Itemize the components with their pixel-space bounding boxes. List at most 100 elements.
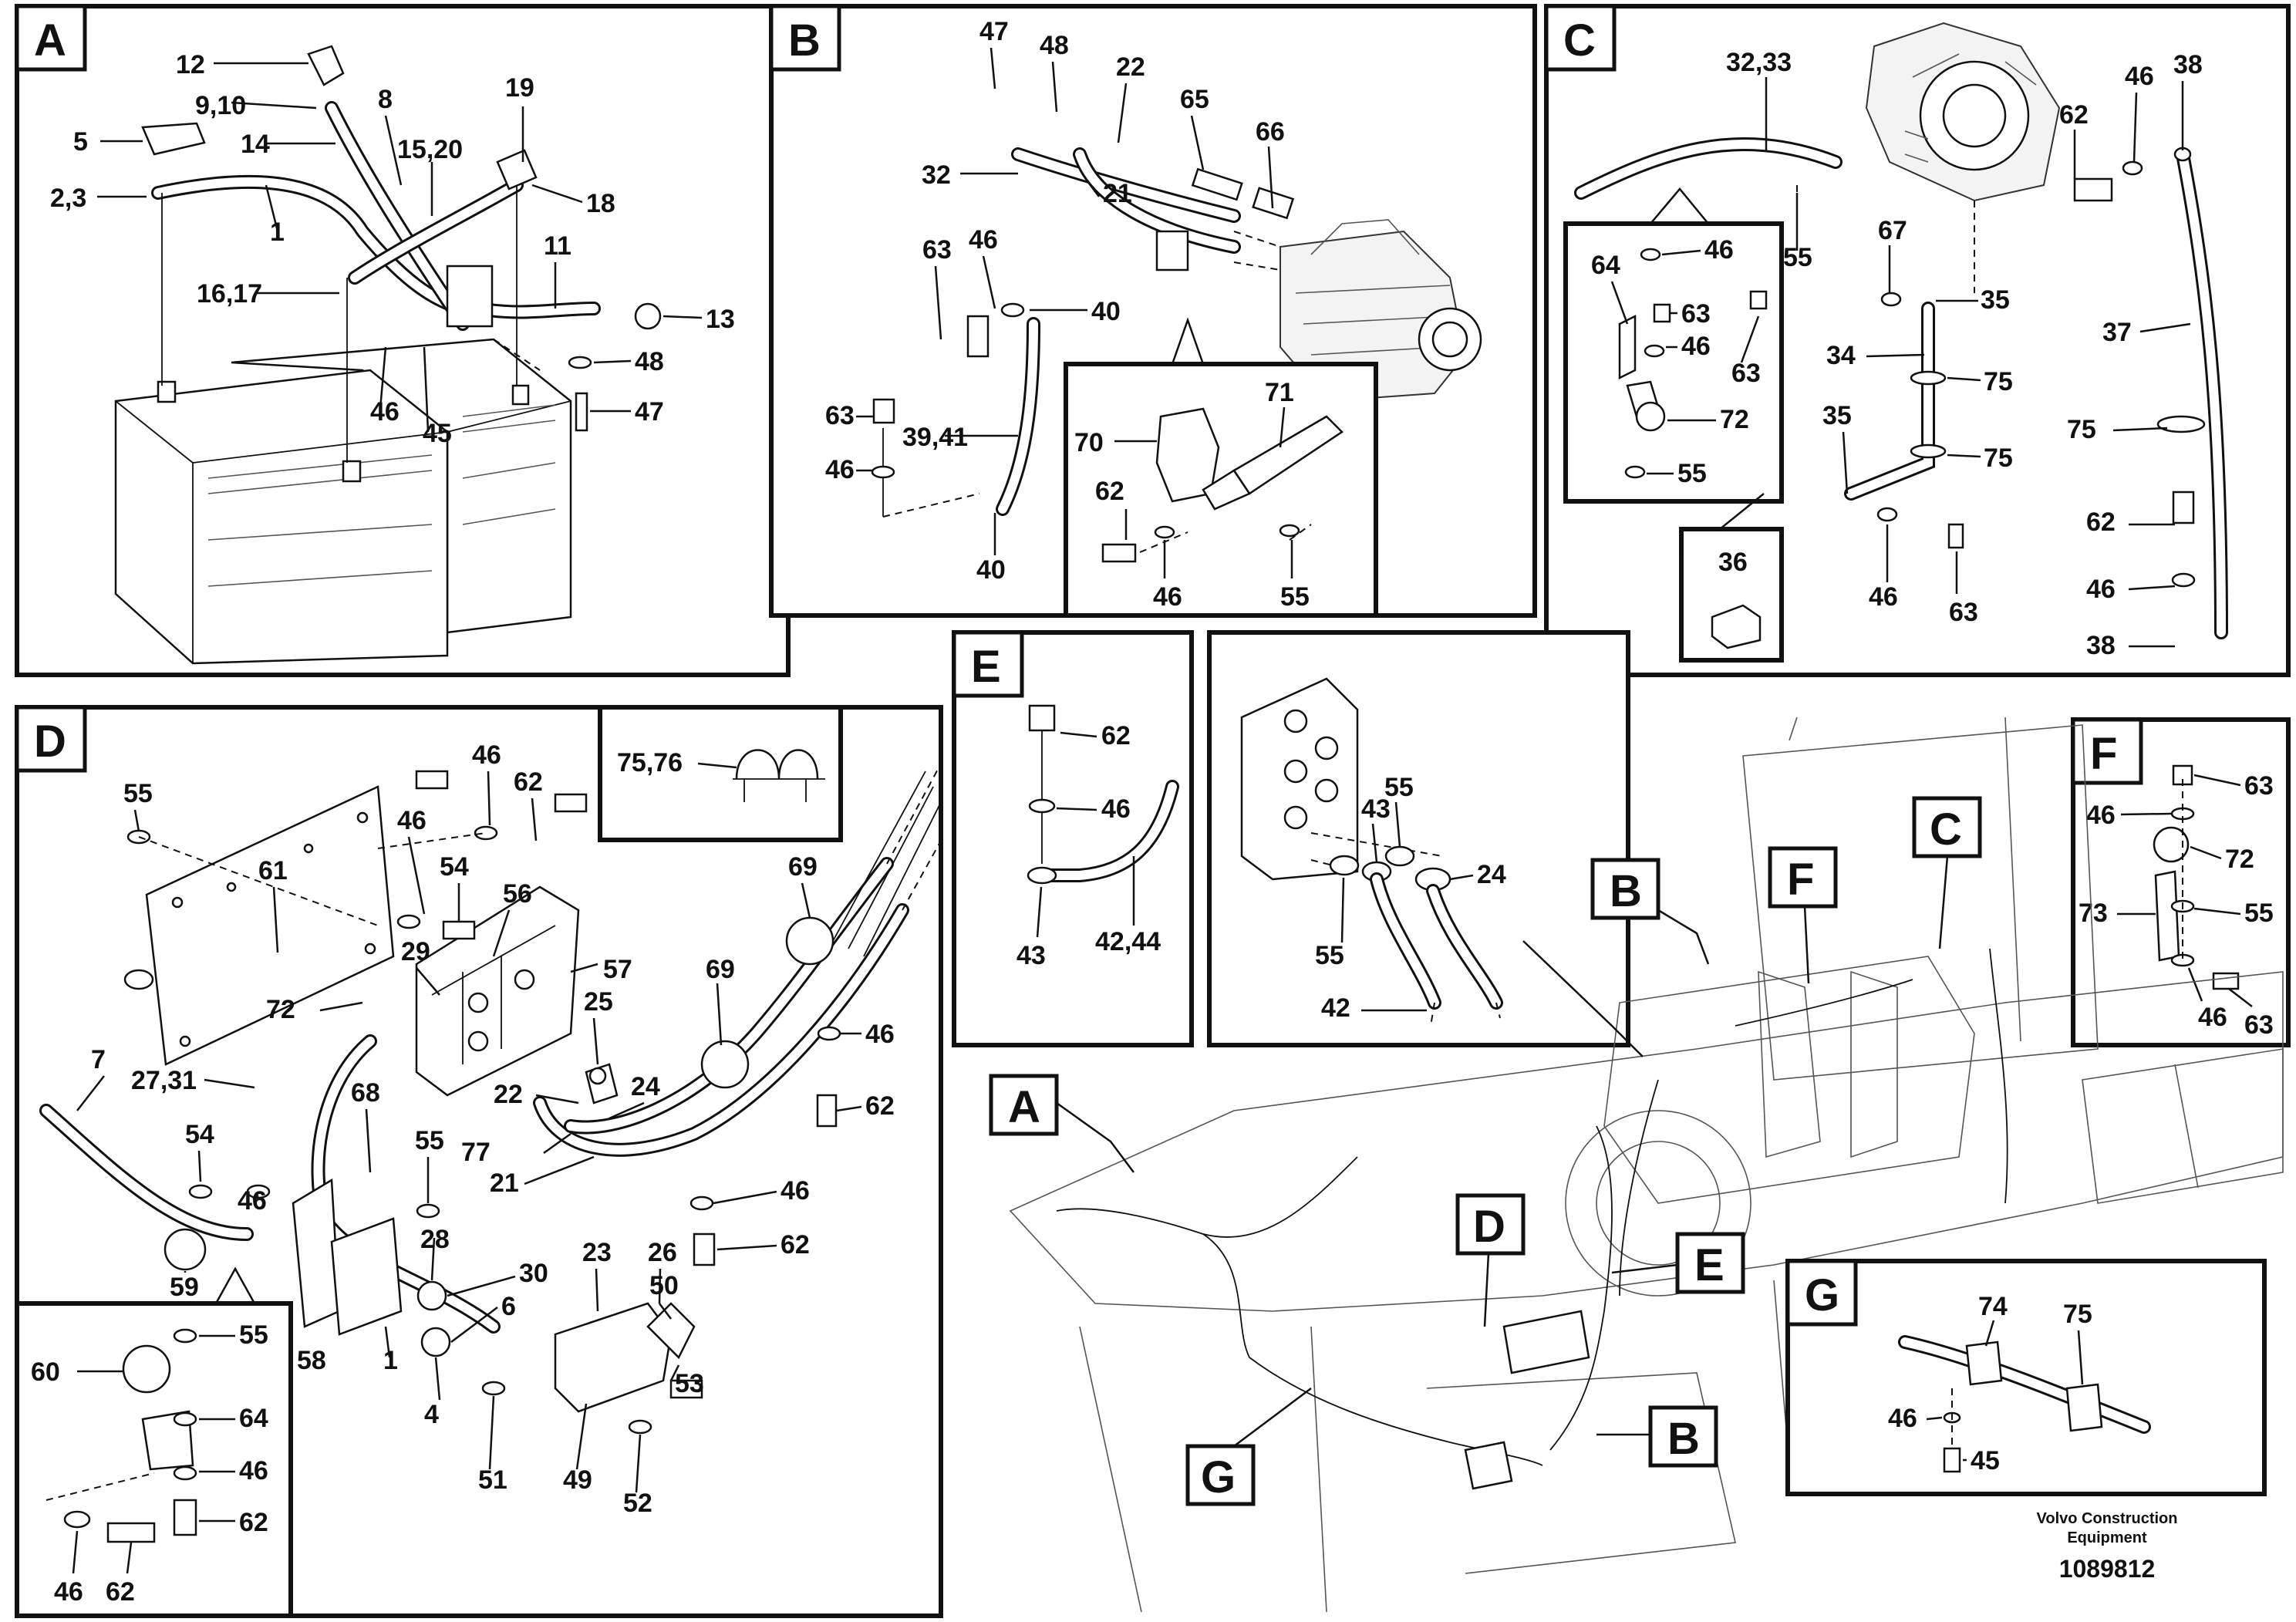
callout-number: 59 <box>170 1273 199 1302</box>
callout-number: 16,17 <box>197 279 262 309</box>
panel-c-detail-64: 64 46 63 46 63 72 55 <box>1563 187 1784 504</box>
callout-number: 14 <box>241 130 270 159</box>
callout-number: 12 <box>176 50 205 79</box>
panel-d-tag: D <box>34 717 66 767</box>
callout-number: 8 <box>378 85 393 114</box>
panel-c-callouts: 32,33 38 46 62 55 67 35 37 34 75 35 75 7… <box>1726 48 2203 660</box>
callout-number: 46 <box>2086 575 2116 604</box>
callout-number: 15,20 <box>397 135 463 164</box>
callout-number: 62 <box>106 1577 135 1607</box>
callout-number: 46 <box>54 1577 83 1607</box>
panel-a: A 12 9,10 <box>15 4 791 677</box>
callout-number: 22 <box>1116 52 1145 82</box>
callout-number: 27,31 <box>131 1066 197 1095</box>
callout-number: 29 <box>401 937 430 966</box>
callout-number: 34 <box>1826 341 1856 370</box>
alternator <box>1865 22 2061 202</box>
panel-a-tag: A <box>34 15 66 66</box>
callout-number: 62 <box>865 1091 895 1121</box>
callout-number: 43 <box>1017 941 1046 970</box>
callout-number: 65 <box>1180 85 1209 114</box>
panel-d-inset-60: 60 55 64 46 62 46 62 <box>15 1266 293 1618</box>
view-tag-label: G <box>1201 1452 1236 1502</box>
callout-number: 60 <box>31 1357 60 1387</box>
callout-number: 51 <box>478 1465 507 1495</box>
callout-number: 55 <box>1315 941 1344 970</box>
callout-number: 53 <box>675 1369 704 1398</box>
callout-number: 63 <box>922 235 952 265</box>
callout-number: 66 <box>1256 117 1285 147</box>
callout-number: 64 <box>239 1404 268 1433</box>
panel-c-tag: C <box>1563 15 1596 66</box>
callout-number: 63 <box>1681 299 1711 329</box>
callout-number: 47 <box>979 17 1009 46</box>
callout-number: 49 <box>563 1465 592 1495</box>
callout-number: 62 <box>2059 100 2089 130</box>
panel-b: B 71 <box>769 4 1537 618</box>
callout-number: 46 <box>472 740 501 770</box>
callout-number: 37 <box>2102 318 2132 347</box>
callout-number: 30 <box>519 1259 548 1288</box>
drawing-number: 1089812 <box>2059 1555 2156 1583</box>
callout-number: 46 <box>1101 794 1131 824</box>
callout-number: 40 <box>1091 297 1121 326</box>
callout-number: 69 <box>706 955 735 984</box>
callout-number: 63 <box>2244 1010 2274 1040</box>
callout-number: 63 <box>1731 359 1761 388</box>
callout-number: 46 <box>2086 801 2116 830</box>
callout-number: 75 <box>2063 1300 2092 1329</box>
callout-number: 48 <box>635 347 664 376</box>
battery-illustration <box>114 338 572 665</box>
callout-number: 56 <box>503 879 532 909</box>
callout-number: 11 <box>544 231 571 261</box>
callout-number: 6 <box>501 1292 516 1321</box>
view-tag-label: B <box>1667 1414 1700 1464</box>
callout-number: 42 <box>1321 993 1350 1023</box>
callout-number: 62 <box>1101 721 1131 750</box>
callout-number: 50 <box>649 1271 679 1300</box>
view-tag-label: F <box>1787 855 1814 905</box>
callout-number: 62 <box>2086 508 2116 537</box>
panel-d: D <box>15 705 943 1618</box>
panel-e-tag: E <box>971 642 1001 692</box>
callout-number: 43 <box>1361 794 1391 824</box>
overview-machine <box>1009 717 2284 1613</box>
callout-number: 63 <box>2244 771 2274 801</box>
view-tag-label: C <box>1930 804 1962 855</box>
callout-number: 46 <box>1681 332 1711 361</box>
callout-number: 77 <box>461 1138 491 1167</box>
callout-number: 22 <box>494 1080 523 1109</box>
callout-number: 9,10 <box>195 91 246 120</box>
starter-motor <box>1279 219 1482 403</box>
callout-number: 1 <box>270 218 285 247</box>
callout-number: 55 <box>2244 899 2274 928</box>
panel-e-callouts: 62 46 43 42,44 <box>1017 721 1161 970</box>
callout-number: 57 <box>603 955 632 984</box>
panel-e: E 62 46 43 42,44 43 <box>952 630 1630 1047</box>
callout-number: 47 <box>635 397 664 427</box>
callout-number: 72 <box>266 995 295 1024</box>
callout-number: 46 <box>397 806 426 835</box>
callout-number: 72 <box>2225 845 2254 874</box>
callout-number: 36 <box>1718 548 1748 577</box>
callout-number: 18 <box>586 189 615 218</box>
footer: Volvo Construction Equipment 1089812 <box>2037 1510 2178 1583</box>
callout-number: 45 <box>1971 1446 2000 1475</box>
callout-number: 46 <box>825 455 855 484</box>
callout-number: 58 <box>297 1346 326 1375</box>
callout-number: 32,33 <box>1726 48 1792 77</box>
panel-g: G 74 75 46 45 <box>1785 1259 2267 1496</box>
callout-number: 46 <box>370 397 400 427</box>
callout-number: 46 <box>781 1176 810 1206</box>
callout-number: 46 <box>1869 582 1898 612</box>
panel-b-tag: B <box>788 15 821 66</box>
callout-number: 71 <box>1265 378 1294 407</box>
panel-b-detail: 71 70 62 46 55 <box>1064 317 1378 618</box>
callout-number: 46 <box>1153 582 1182 612</box>
panel-g-tag: G <box>1805 1270 1839 1320</box>
callout-number: 69 <box>788 852 818 882</box>
callout-number: 55 <box>1384 773 1414 802</box>
callout-number: 75 <box>2067 415 2096 444</box>
callout-number: 38 <box>2086 631 2116 660</box>
